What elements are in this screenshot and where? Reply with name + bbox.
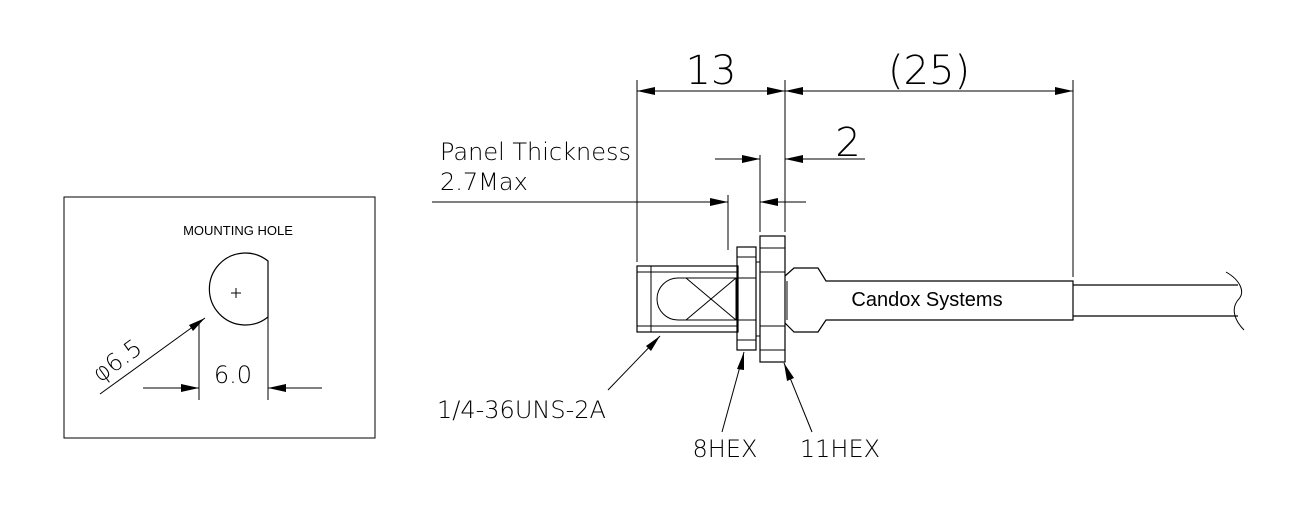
- dim-2-label: 2: [835, 120, 860, 166]
- hex11-arrow: [784, 363, 794, 381]
- dim-13-arrow-left: [637, 87, 655, 95]
- flat-label: 6.0: [214, 361, 252, 389]
- body-label: Candox Systems: [851, 289, 1002, 311]
- flat-arrow-left: [181, 384, 199, 392]
- d-hole-outline: [208, 252, 269, 326]
- panel-arrow-left: [710, 198, 728, 206]
- panel-arrow-right: [760, 198, 778, 206]
- diameter-arrow: [189, 318, 205, 331]
- hex8-arrow: [737, 352, 744, 370]
- barrel-slot: [656, 277, 737, 321]
- detail-frame: [63, 196, 376, 439]
- slot-cross-b: [685, 277, 737, 321]
- mounting-hole-title: MOUNTING HOLE: [183, 223, 293, 238]
- nut-8hex: [736, 246, 757, 351]
- hex8-callout: 8HEX: [693, 435, 758, 463]
- diameter-leader: [99, 317, 206, 395]
- threaded-barrel: [636, 265, 739, 333]
- nut-11hex: [759, 235, 786, 363]
- dimensions: 13 (25) 2 Panel Thickness 2.7Max: [432, 48, 1074, 277]
- mounting-hole-detail: MOUNTING HOLE φ6.5 6.0: [63, 196, 376, 439]
- thread-callout: 1/4-36UNS-2A: [437, 396, 606, 424]
- connector-side-view: Candox Systems: [636, 235, 1245, 363]
- dim-2-arrow-right: [785, 155, 803, 163]
- dim-2-arrow-left: [742, 155, 760, 163]
- thread-arrow: [646, 336, 660, 351]
- dim-13-arrow-right: [767, 87, 785, 95]
- dim-13-label: 13: [686, 48, 737, 94]
- cable-break: [1225, 271, 1245, 331]
- panel-max-label: 2.7Max: [440, 168, 528, 196]
- hex11-callout: 11HEX: [800, 435, 880, 463]
- dim-25-label: (25): [888, 48, 970, 94]
- dim-25-arrow-left: [785, 87, 803, 95]
- diameter-label: φ6.5: [87, 333, 147, 387]
- dim-25-arrow-right: [1055, 87, 1073, 95]
- callouts: 1/4-36UNS-2A 8HEX 11HEX: [437, 335, 880, 463]
- panel-thickness-label: Panel Thickness: [440, 138, 631, 166]
- flat-arrow-right: [268, 384, 286, 392]
- connector-body: [784, 267, 1074, 333]
